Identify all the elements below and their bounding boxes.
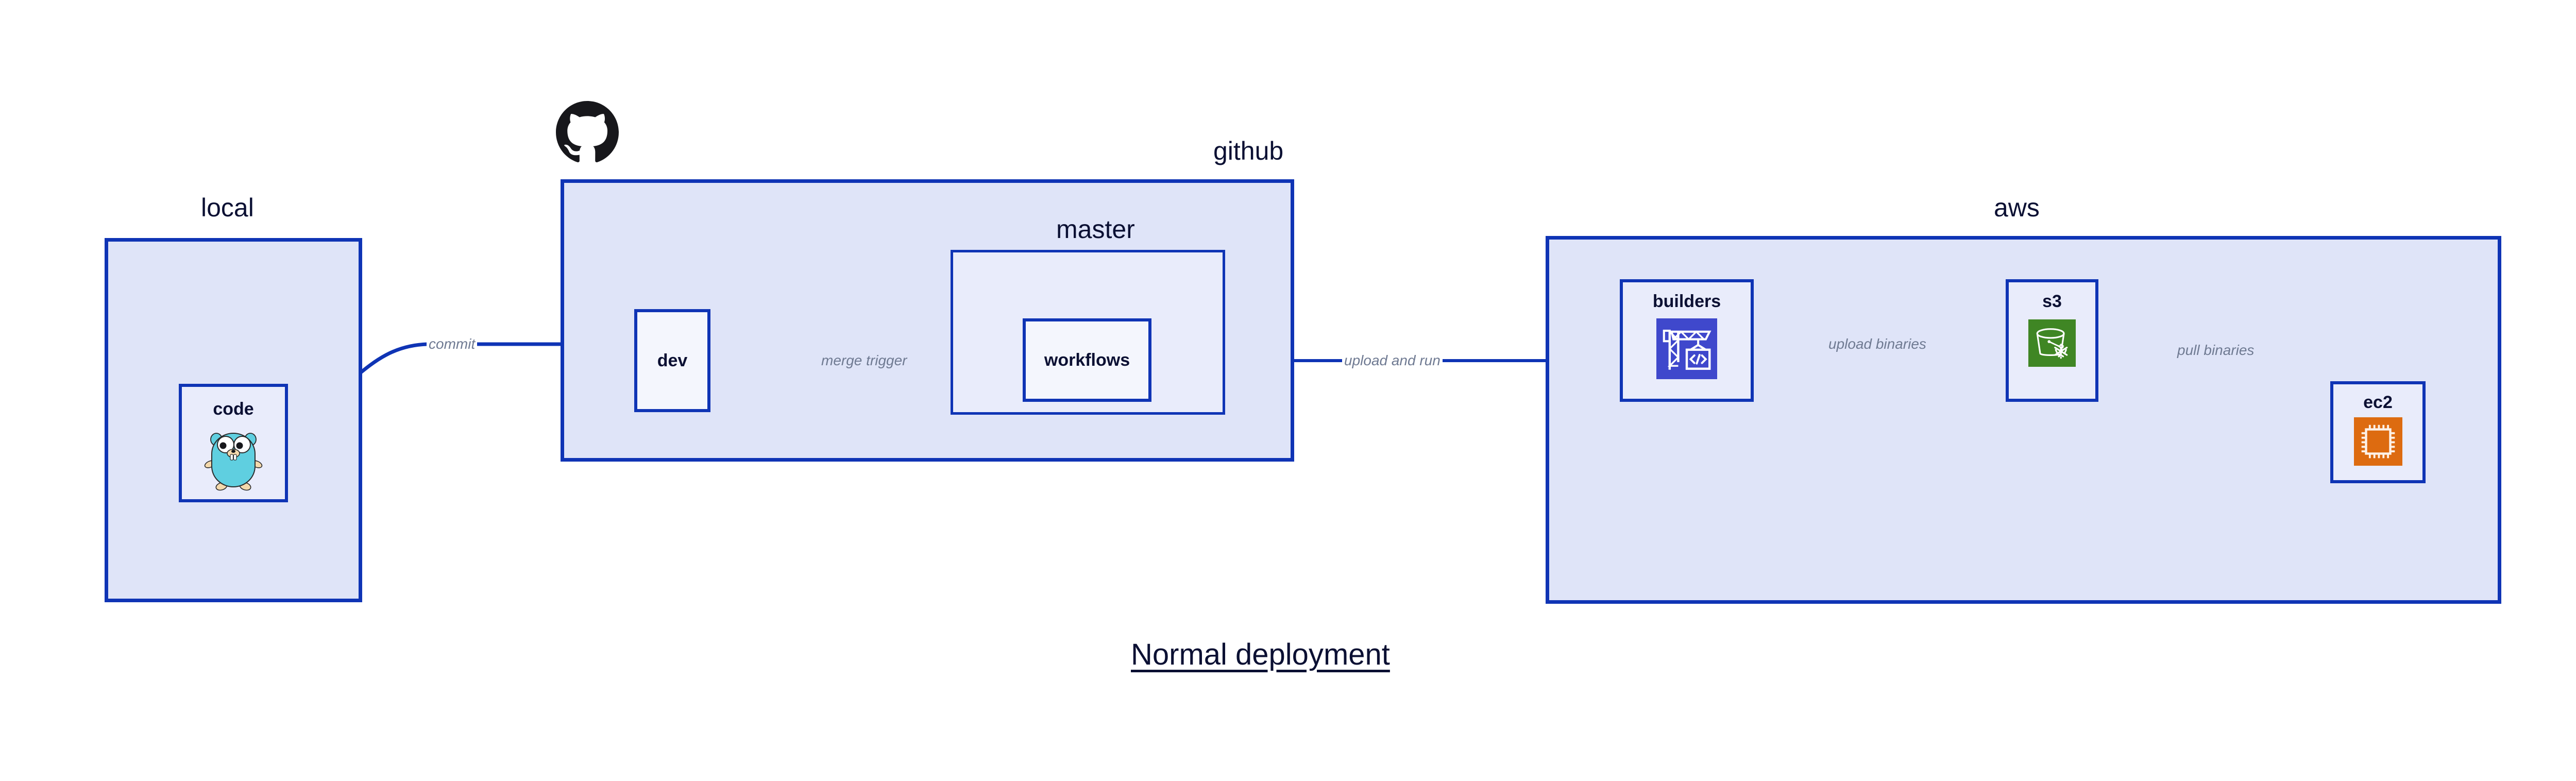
node-builders[interactable]: builders: [1620, 279, 1754, 402]
node-ec2-label: ec2: [2363, 393, 2393, 412]
group-local: [105, 238, 362, 602]
node-workflows-label: workflows: [1044, 350, 1130, 370]
node-ec2[interactable]: ec2: [2330, 381, 2426, 483]
node-code[interactable]: code: [179, 384, 288, 502]
aws-codebuild-icon: [1656, 318, 1717, 379]
edge-label-upload-and-run: upload and run: [1342, 353, 1443, 368]
node-code-label: code: [213, 399, 254, 419]
group-label-aws: aws: [1994, 193, 2040, 222]
github-octocat-icon: [556, 101, 619, 162]
node-builders-label: builders: [1652, 292, 1721, 311]
edge-label-merge-trigger: merge trigger: [819, 353, 909, 368]
edge-label-upload-binaries: upload binaries: [1826, 337, 1928, 351]
edge-label-commit: commit: [427, 337, 478, 351]
go-gopher-icon: [204, 433, 263, 491]
aws-ec2-icon: [2353, 417, 2402, 466]
diagram-title: Normal deployment: [1131, 638, 1390, 671]
group-label-github: github: [1213, 137, 1284, 165]
node-s3-label: s3: [2042, 292, 2062, 311]
node-dev[interactable]: dev: [634, 309, 710, 412]
aws-s3-glacier-icon: [2028, 319, 2076, 367]
group-label-local: local: [201, 193, 254, 222]
node-s3[interactable]: s3: [2006, 279, 2098, 402]
node-dev-label: dev: [657, 351, 688, 370]
edge-label-pull-binaries: pull binaries: [2175, 343, 2257, 358]
group-label-master: master: [1056, 215, 1135, 244]
node-workflows[interactable]: workflows: [1023, 318, 1151, 402]
